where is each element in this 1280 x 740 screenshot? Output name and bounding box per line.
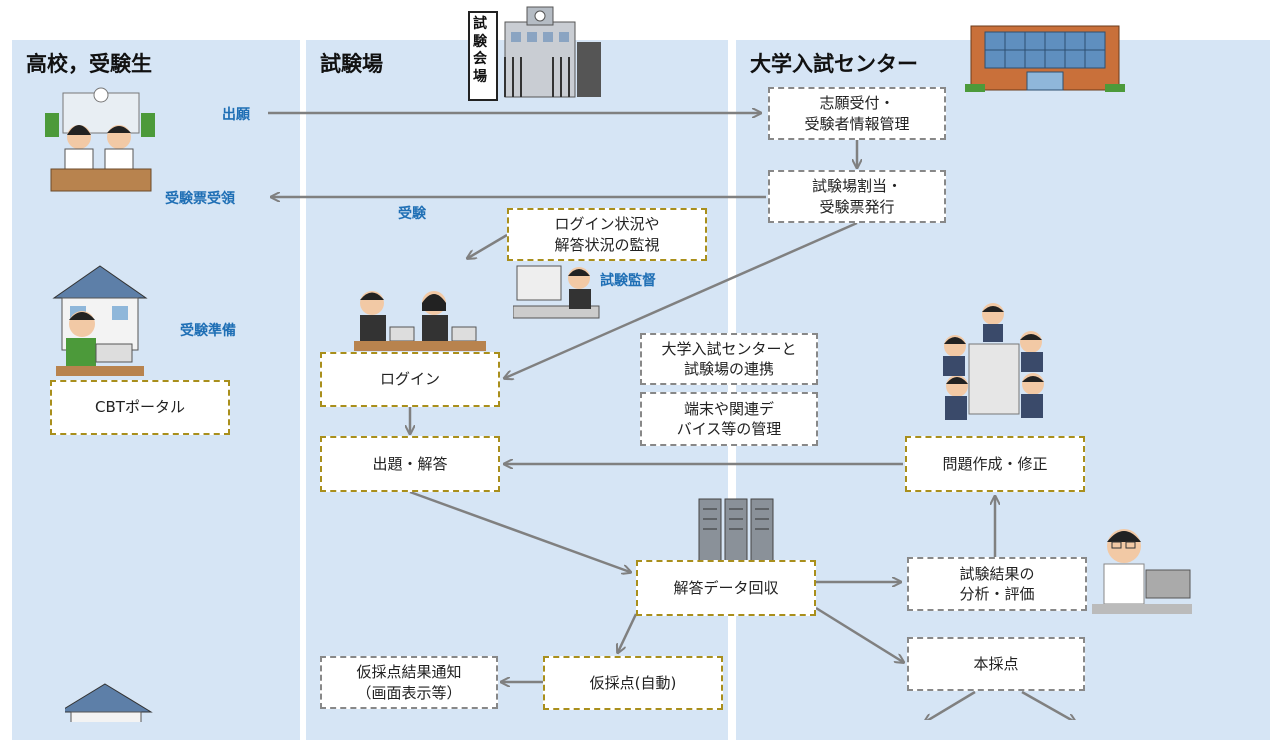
box-provisional-scoring: 仮採点(自動): [543, 656, 723, 710]
analyst-icon: [1092, 529, 1192, 614]
box-question-answer: 出題・解答: [320, 436, 500, 492]
students-at-school-icon: [45, 87, 155, 192]
box-venue-assign: 試験場割当・ 受験票発行: [768, 170, 946, 223]
label-apply: 出願: [222, 107, 250, 123]
examinees-at-venue-icon: [354, 291, 486, 351]
arrow-collect-provisional: [618, 613, 638, 652]
arrow-final-down-right: [1021, 690, 1075, 720]
lane-title-school: 高校，受験生: [26, 52, 152, 76]
proctor-icon: [513, 265, 600, 319]
label-receive-ticket: 受験票受領: [165, 191, 235, 207]
arrow-assign-login: [505, 221, 858, 378]
box-question-creation: 問題作成・修正: [905, 436, 1085, 492]
building-sign-text: 試験会場: [473, 16, 487, 85]
lane-title-venue: 試験場: [320, 52, 383, 76]
box-device-management: 端末や関連デ バイス等の管理: [640, 392, 818, 446]
lane-title-center: 大学入試センター: [750, 52, 918, 76]
arrow-monitor: [468, 233, 508, 258]
box-cbt-portal: CBTポータル: [50, 380, 230, 435]
student-at-home-icon: [52, 265, 148, 376]
box-monitor: ログイン状況や 解答状況の監視: [507, 208, 707, 261]
student-at-home-icon-2: [65, 683, 153, 722]
box-login: ログイン: [320, 352, 500, 407]
box-result-analysis: 試験結果の 分析・評価: [907, 557, 1087, 611]
arrow-final-down-left: [925, 690, 976, 720]
arrow-collect-final: [815, 606, 903, 662]
box-provisional-notice: 仮採点結果通知 （画面表示等）: [320, 656, 498, 709]
label-exam: 受験: [398, 206, 426, 222]
arrow-answer-collect: [409, 490, 630, 572]
meeting-icon: [943, 303, 1044, 420]
label-prep: 受験準備: [180, 323, 236, 339]
exam-venue-building-icon: [468, 6, 601, 101]
box-final-scoring: 本採点: [907, 637, 1085, 691]
box-application-accept: 志願受付・ 受験者情報管理: [768, 87, 946, 140]
university-center-building-icon: [965, 25, 1125, 92]
box-center-venue-link: 大学入試センターと 試験場の連携: [640, 333, 818, 385]
flow-arrows: [268, 0, 1280, 720]
label-proctor: 試験監督: [600, 273, 656, 289]
box-answer-collection: 解答データ回収: [636, 560, 816, 616]
server-icon: [698, 498, 774, 562]
